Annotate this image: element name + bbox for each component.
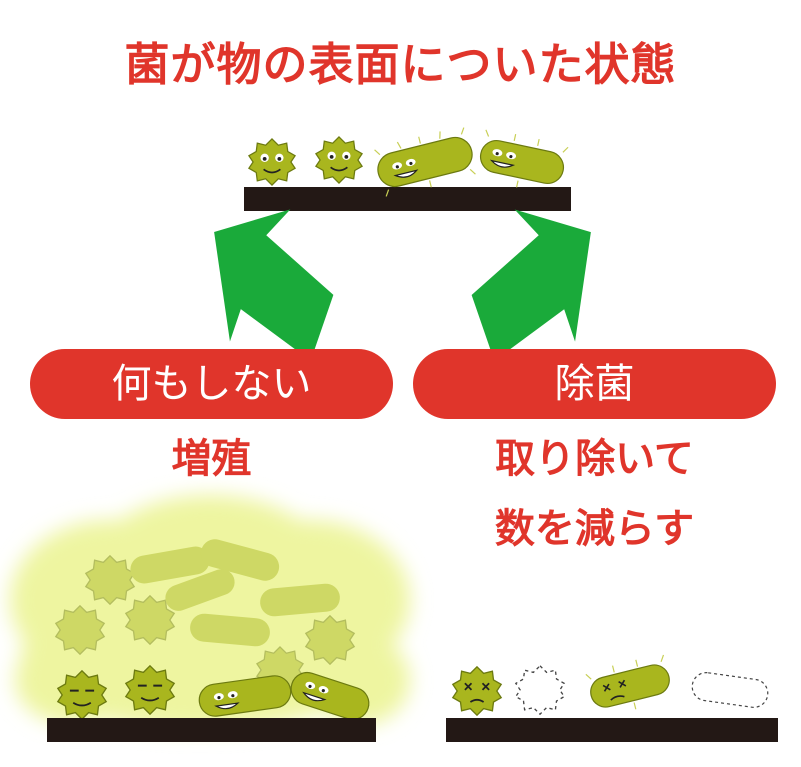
removal-result-line2: 数を減らす xyxy=(494,506,695,552)
removed-rod-outline xyxy=(691,672,769,708)
page-title: 菌が物の表面についた状態 xyxy=(124,38,677,91)
top-germ-scene xyxy=(244,127,571,211)
left-surface xyxy=(47,718,376,742)
rod-germ xyxy=(290,671,370,721)
spiky-germ xyxy=(315,136,363,184)
spiky-germ xyxy=(125,665,175,715)
removal-result: 取り除いて 数を減らす xyxy=(413,424,776,564)
rod-germ xyxy=(374,127,476,197)
spiky-germ xyxy=(248,138,296,186)
spiky-germ xyxy=(57,670,107,720)
removal-scene xyxy=(446,654,778,742)
dead-spiky-germ xyxy=(452,666,502,716)
growth-scene xyxy=(10,495,410,742)
disinfect-label: 除菌 xyxy=(413,349,776,419)
arrow-left-icon xyxy=(214,209,334,361)
arrow-right-icon xyxy=(471,209,591,361)
right-surface xyxy=(446,718,778,742)
growth-result: 増殖 xyxy=(171,436,252,482)
top-surface xyxy=(244,187,571,211)
removal-result-line1: 取り除いて xyxy=(495,436,694,482)
rod-germ xyxy=(198,675,292,717)
dead-rod-germ xyxy=(585,654,670,710)
do-nothing-label: 何もしない xyxy=(30,349,393,419)
rod-germ xyxy=(479,129,569,188)
faded-germs xyxy=(55,539,355,694)
removed-germ-outline xyxy=(514,664,566,716)
